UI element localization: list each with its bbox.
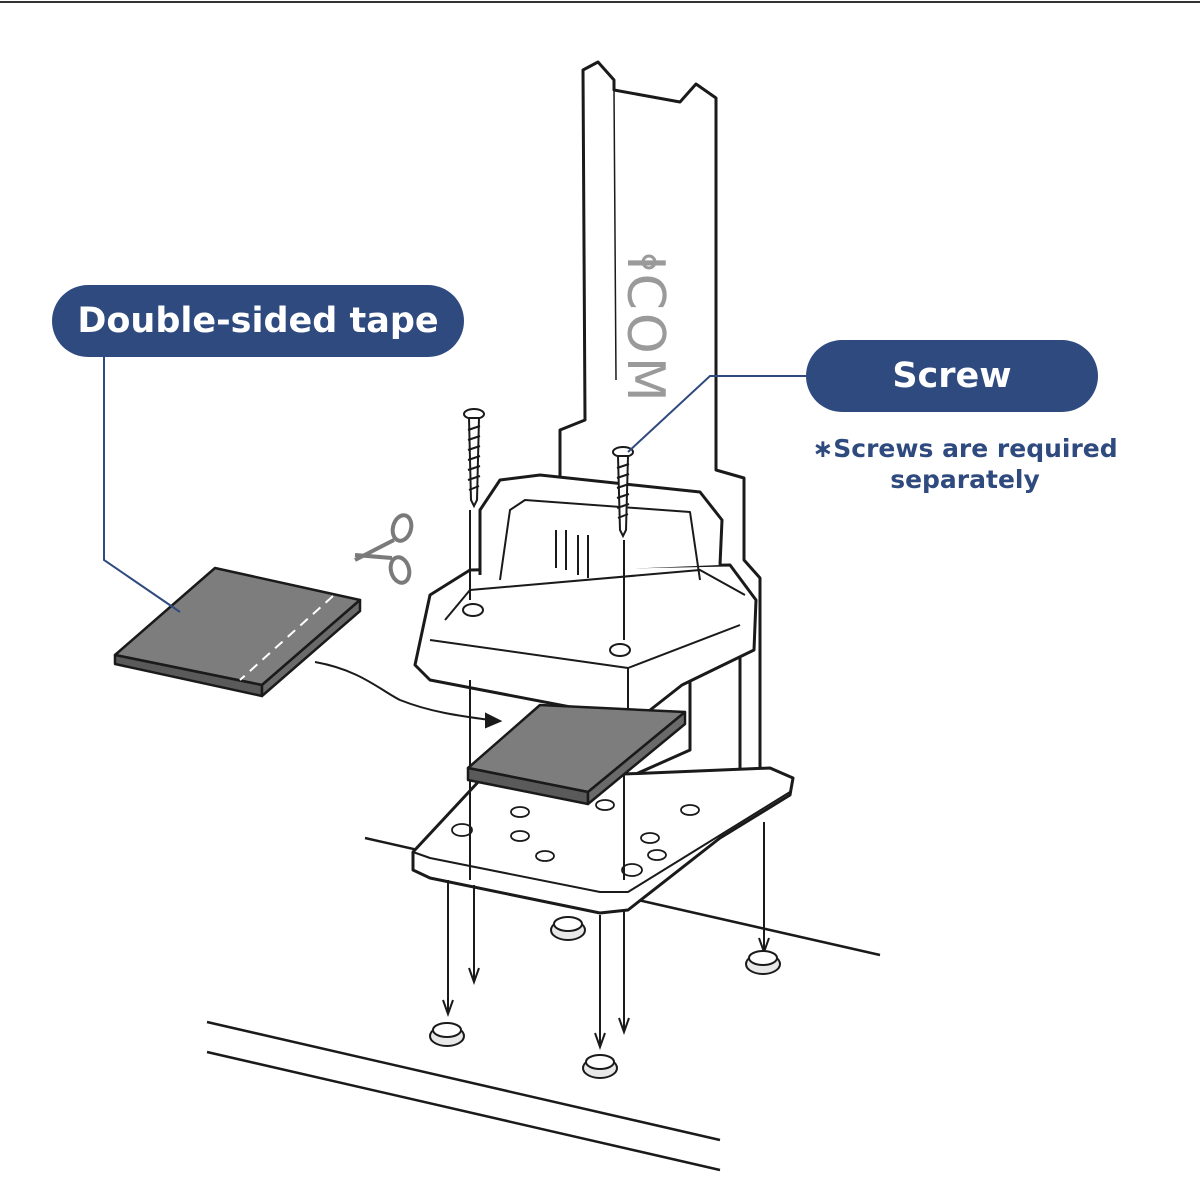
screw-left <box>463 408 485 509</box>
tape-sheet <box>113 566 362 698</box>
tape-leader-line <box>103 357 181 613</box>
foot-1 <box>429 1022 465 1047</box>
brand-logo-text: ICOM <box>615 255 675 404</box>
foot-arrow-4 <box>618 910 630 1035</box>
foot-arrow-5 <box>758 822 770 955</box>
screw-note-line2: separately <box>890 465 1040 494</box>
screw-leader-line <box>627 375 806 453</box>
foot-arrow-1 <box>442 880 454 1017</box>
base-plate <box>411 766 795 915</box>
screw-right <box>612 446 634 539</box>
brand-logo: ICOM <box>615 254 675 405</box>
tape-pad-installed <box>466 703 687 806</box>
foot-4 <box>745 950 781 975</box>
foot-3 <box>550 916 586 941</box>
tape-callout-text: Double-sided tape <box>77 301 439 341</box>
screw-note: ∗Screws are required separately <box>800 433 1130 495</box>
charger-cradle <box>413 473 758 720</box>
rubber-feet <box>429 822 781 1079</box>
scissors-icon <box>354 513 414 585</box>
tape-callout-label: Double-sided tape <box>52 285 464 357</box>
foot-arrow-2 <box>468 885 480 985</box>
move-tape-arrow <box>314 661 503 729</box>
foot-arrow-3 <box>594 915 606 1050</box>
screw-callout-label: Screw <box>806 340 1098 412</box>
screw-note-line1: ∗Screws are required <box>812 434 1118 463</box>
leader-lines <box>103 357 806 613</box>
screw-callout-text: Screw <box>892 356 1012 396</box>
foot-2 <box>582 1054 618 1079</box>
